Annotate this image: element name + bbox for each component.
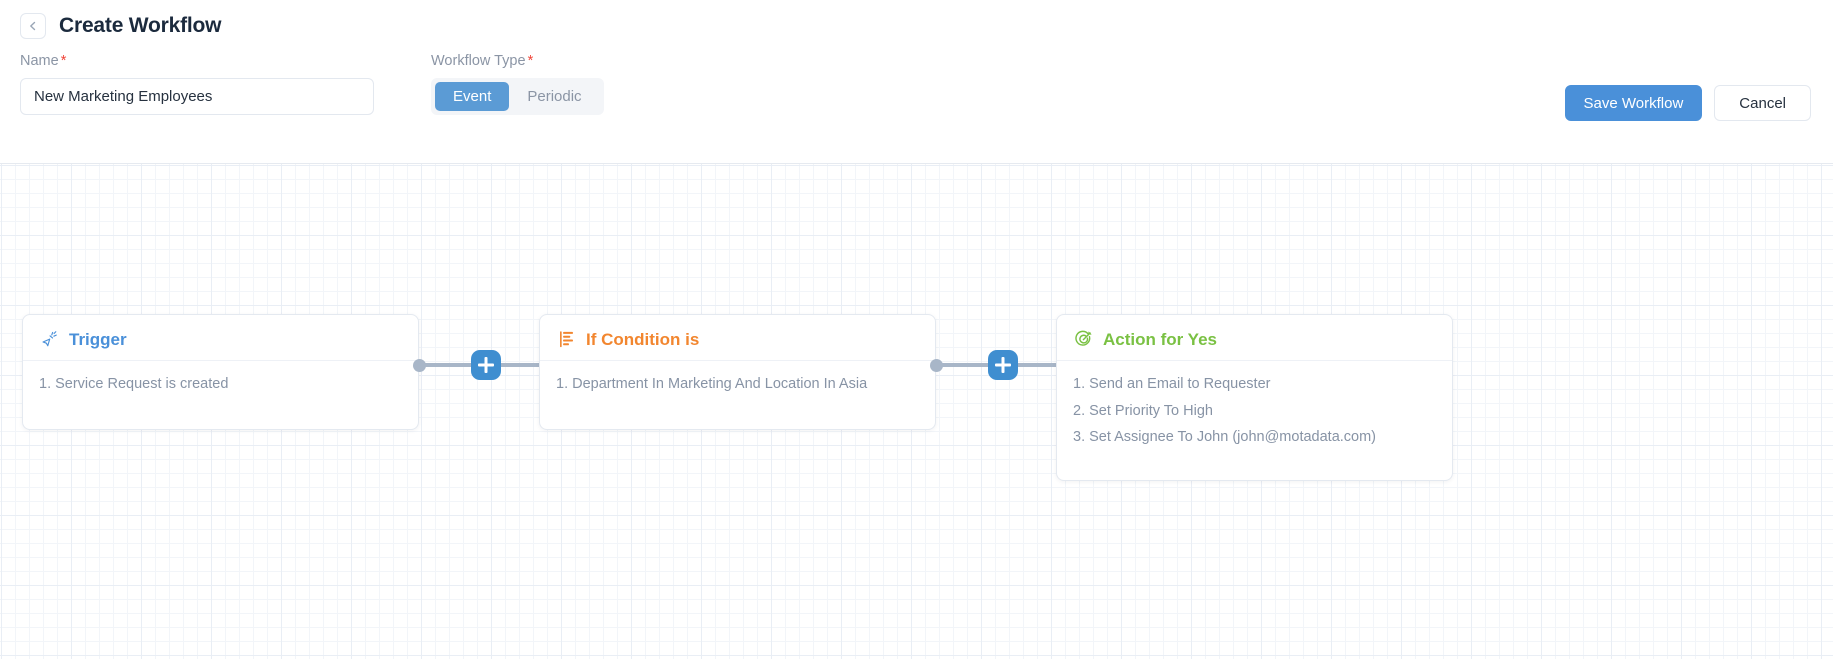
node-title: Trigger — [69, 329, 127, 349]
workflow-connector-2 — [930, 348, 1064, 382]
node-title: Action for Yes — [1103, 329, 1217, 349]
workflow-type-option-event[interactable]: Event — [435, 81, 510, 111]
node-item: 1. Send an Email to Requester — [1073, 376, 1271, 392]
page-title: Create Workflow — [59, 14, 222, 37]
workflow-node-trigger[interactable]: Trigger 1. Service Request is created — [22, 314, 419, 430]
workflow-diagram: Trigger 1. Service Request is created — [0, 164, 1833, 659]
title-row: Create Workflow — [20, 13, 222, 39]
add-node-button[interactable] — [470, 350, 501, 380]
add-node-button[interactable] — [987, 350, 1018, 380]
workflow-type-toggle: Event Periodic — [431, 77, 604, 115]
save-workflow-button[interactable]: Save Workflow — [1564, 85, 1703, 121]
cancel-button[interactable]: Cancel — [1714, 85, 1811, 121]
node-items: 1. Service Request is created — [23, 360, 418, 412]
cursor-click-sparkle-icon — [39, 329, 59, 349]
workflow-type-label: Workflow Type* — [431, 54, 604, 69]
required-asterisk: * — [60, 53, 67, 69]
node-item: 1. Department In Marketing And Location … — [556, 376, 868, 392]
workflow-canvas[interactable]: Trigger 1. Service Request is created — [0, 163, 1833, 659]
name-label: Name* — [20, 54, 374, 69]
node-items: 1. Department In Marketing And Location … — [540, 360, 935, 412]
name-label-text: Name — [20, 53, 59, 69]
workflow-node-condition[interactable]: If Condition is 1. Department In Marketi… — [539, 314, 936, 430]
workflow-connector-1 — [413, 348, 547, 382]
node-items: 1. Send an Email to Requester 2. Set Pri… — [1057, 360, 1452, 465]
page-header: Create Workflow Name* Workflow Type* Eve… — [0, 0, 1833, 163]
node-header: Action for Yes — [1057, 315, 1452, 360]
node-title: If Condition is — [586, 329, 700, 349]
connector-line — [424, 363, 473, 367]
chevron-left-icon — [27, 20, 39, 32]
connector-dot — [413, 358, 426, 372]
connector-line — [1015, 363, 1064, 367]
workflow-node-action[interactable]: Action for Yes 1. Send an Email to Reque… — [1056, 314, 1453, 481]
connector-dot — [930, 358, 943, 372]
connector-line — [498, 363, 547, 367]
workflow-type-label-text: Workflow Type — [431, 53, 526, 69]
node-item: 3. Set Assignee To John (john@motadata.c… — [1073, 429, 1377, 445]
node-header: If Condition is — [540, 315, 935, 360]
node-item: 2. Set Priority To High — [1073, 402, 1213, 419]
connector-line — [941, 363, 990, 367]
condition-rules-icon — [556, 329, 576, 349]
workflow-type-group: Workflow Type* Event Periodic — [431, 54, 604, 115]
target-pencil-icon — [1073, 329, 1093, 349]
header-actions: Save Workflow Cancel — [1564, 85, 1811, 121]
workflow-type-option-periodic[interactable]: Periodic — [509, 82, 599, 111]
node-item: 1. Service Request is created — [39, 376, 229, 392]
name-field-group: Name* — [20, 54, 374, 115]
node-header: Trigger — [23, 315, 418, 360]
back-button[interactable] — [20, 13, 46, 39]
name-input[interactable] — [20, 77, 374, 115]
required-asterisk: * — [527, 53, 534, 69]
